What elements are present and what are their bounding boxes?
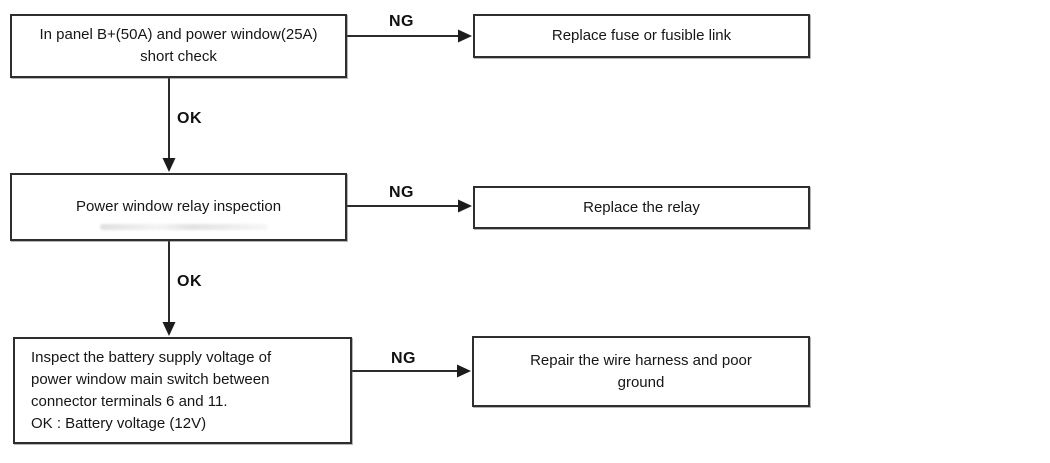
edge-label-ok-2: OK [177, 273, 202, 290]
action-box-replace-relay: Replace the relay [473, 186, 810, 229]
arrow-short-check-to-replace-fuse [347, 29, 472, 43]
step-box-relay-inspection: Power window relay inspection [10, 173, 347, 241]
action-box-repair-harness: Repair the wire harness and poor ground [472, 336, 810, 407]
edge-label-ng-2: NG [389, 184, 414, 201]
edge-label-ok-1: OK [177, 110, 202, 127]
step-box-short-check: In panel B+(50A) and power window(25A) s… [10, 14, 347, 78]
action-box-replace-fuse: Replace fuse or fusible link [473, 14, 810, 58]
arrow-short-check-to-relay-inspection [162, 78, 176, 172]
arrow-relay-inspection-to-battery-voltage [162, 241, 176, 336]
edge-label-ng-3: NG [391, 350, 416, 367]
step-box-battery-voltage: Inspect the battery supply voltage of po… [13, 337, 352, 444]
edge-label-ng-1: NG [389, 13, 414, 30]
scan-artifact-smudge [100, 224, 268, 230]
